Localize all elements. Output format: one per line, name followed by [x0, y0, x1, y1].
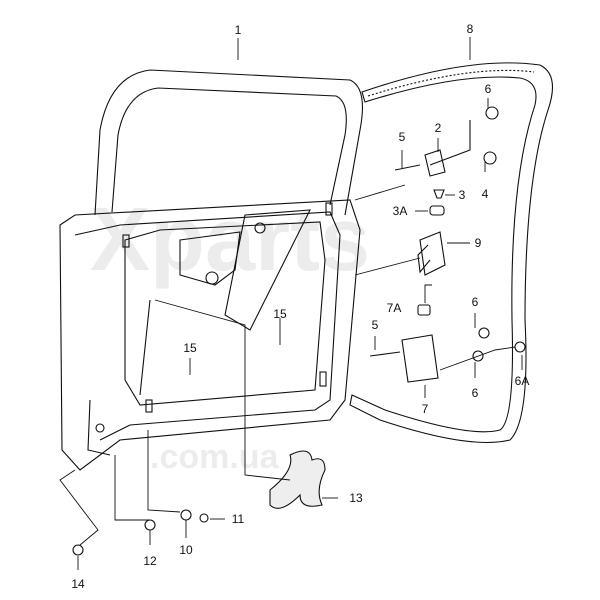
callout-7: 7 — [421, 402, 429, 416]
callout-14: 14 — [71, 577, 85, 591]
callout-13: 13 — [349, 491, 363, 505]
callout-6-mid: 6 — [471, 295, 479, 309]
callout-5-bottom: 5 — [371, 318, 379, 332]
watermark-brand: Xparts — [90, 190, 371, 290]
callout-2: 2 — [434, 121, 442, 135]
callout-1: 1 — [234, 23, 242, 37]
lower-hinge — [369, 304, 526, 383]
door-seal — [349, 62, 554, 444]
callout-3: 3 — [458, 188, 466, 202]
callout-3a: 3A — [392, 204, 408, 218]
callout-11: 11 — [231, 512, 245, 526]
seal-patch — [269, 450, 326, 509]
callout-5-top: 5 — [398, 130, 406, 144]
watermark-domain: .com.ua — [150, 438, 279, 476]
callout-12: 12 — [143, 554, 157, 568]
upper-hinge — [394, 106, 499, 216]
callout-7a: 7A — [386, 301, 402, 315]
callout-15-right: 15 — [273, 307, 287, 321]
callout-15-left: 15 — [183, 341, 197, 355]
callout-8: 8 — [466, 22, 474, 36]
door-frame — [59, 69, 363, 471]
callout-4: 4 — [481, 187, 489, 201]
callout-10: 10 — [179, 543, 193, 557]
callout-6-top: 6 — [484, 82, 492, 96]
callout-6-bottom: 6 — [471, 386, 479, 400]
callout-9: 9 — [474, 236, 482, 250]
callout-6a: 6A — [514, 374, 530, 388]
check-strap — [417, 231, 446, 276]
